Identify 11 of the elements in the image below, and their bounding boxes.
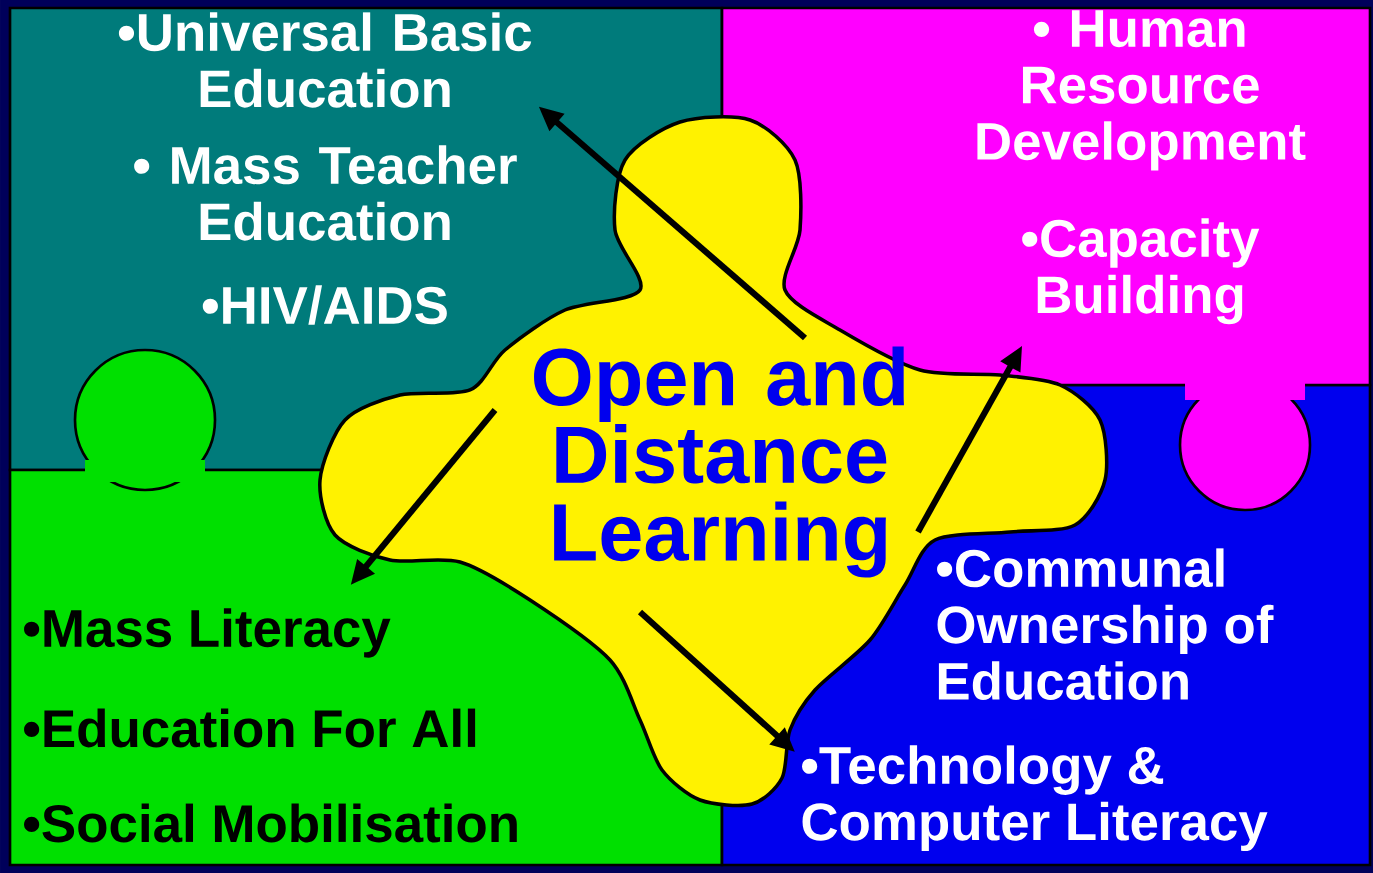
title-text: Open and Distance Learning <box>534 346 904 578</box>
bullet-text: •Education For All <box>24 708 476 748</box>
bullet-text: •Universal Basic Education <box>118 12 532 108</box>
bullet-text: • Human Resource Development <box>977 10 1306 171</box>
bullet-text: •Capacity Building <box>1022 218 1260 325</box>
bullet-text: •Social Mobilisation <box>24 803 517 843</box>
bullet-text: • Mass Teacher Education <box>134 145 517 241</box>
bullet-text: •Mass Literacy <box>24 608 391 658</box>
bullet-text: •HIV/AIDS <box>202 285 447 325</box>
bullet-text: •Technology & Computer Literacy <box>802 745 1268 852</box>
bullet-text: •Communal Ownership of Education <box>937 548 1274 701</box>
